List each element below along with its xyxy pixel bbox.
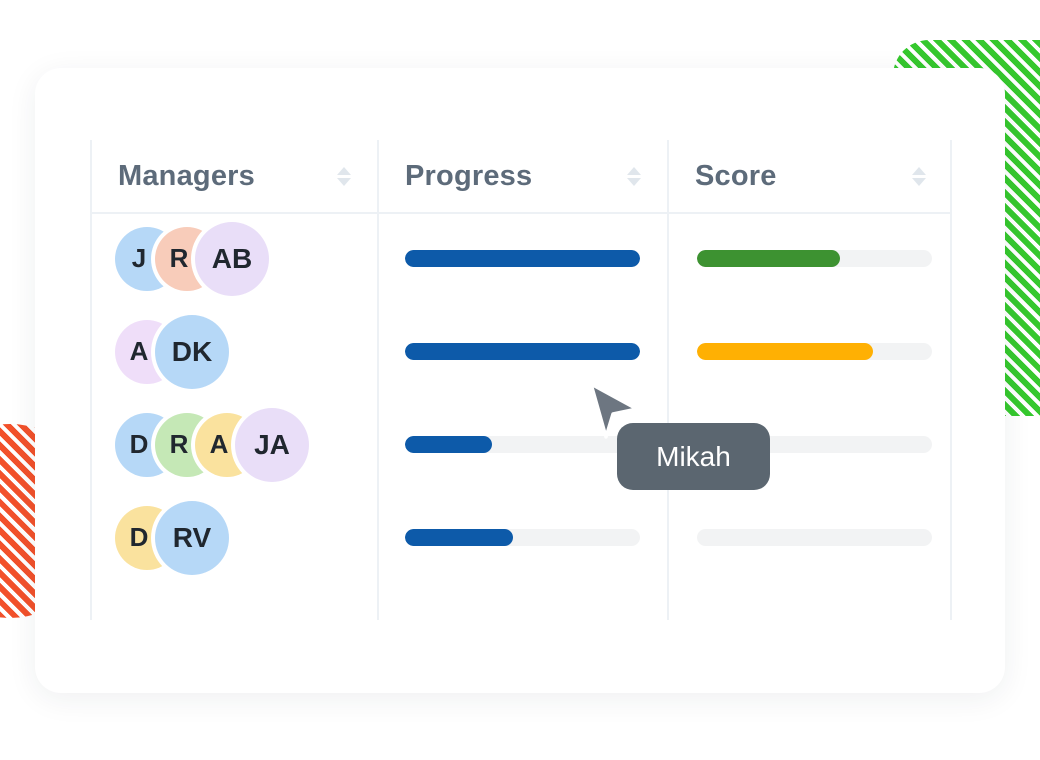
- progress-bar[interactable]: [405, 250, 640, 267]
- sort-up-arrow-icon: [337, 166, 351, 175]
- bar-fill: [405, 343, 640, 360]
- progress-cell: [377, 305, 667, 398]
- sort-icon: [912, 166, 926, 186]
- bar-fill: [697, 343, 874, 360]
- column-header-score[interactable]: Score: [667, 140, 952, 212]
- sort-down-arrow-icon: [627, 177, 641, 186]
- score-bar[interactable]: [697, 343, 932, 360]
- score-bar[interactable]: [697, 250, 932, 267]
- progress-cell: [377, 398, 667, 491]
- sort-icon: [337, 166, 351, 186]
- table-border-left: [90, 140, 92, 620]
- sort-up-arrow-icon: [912, 166, 926, 175]
- column-header-progress[interactable]: Progress: [377, 140, 667, 212]
- progress-bar[interactable]: [405, 436, 640, 453]
- sort-down-arrow-icon: [337, 177, 351, 186]
- score-bar[interactable]: [697, 529, 932, 546]
- column-header-managers[interactable]: Managers: [90, 140, 377, 212]
- column-divider-2: [667, 140, 669, 620]
- score-cell: [667, 491, 952, 584]
- table-header: Managers Progress Score: [90, 140, 952, 212]
- score-cell: [667, 212, 952, 305]
- score-cell: [667, 305, 952, 398]
- table-border-right: [950, 140, 952, 620]
- avatar[interactable]: RV: [155, 500, 229, 575]
- progress-cell: [377, 491, 667, 584]
- tooltip: Mikah: [617, 423, 770, 490]
- bar-fill: [405, 250, 640, 267]
- column-label: Managers: [118, 159, 255, 192]
- sort-icon: [627, 166, 641, 186]
- column-divider-1: [377, 140, 379, 620]
- avatar[interactable]: DK: [155, 314, 229, 389]
- sort-up-arrow-icon: [627, 166, 641, 175]
- mouse-cursor-icon: [589, 382, 639, 439]
- column-label: Score: [695, 159, 777, 192]
- bar-fill: [405, 436, 492, 453]
- bar-fill: [405, 529, 514, 546]
- bar-fill: [697, 250, 841, 267]
- sort-down-arrow-icon: [912, 177, 926, 186]
- avatar[interactable]: JA: [235, 407, 309, 482]
- column-label: Progress: [405, 159, 533, 192]
- header-divider: [90, 212, 952, 214]
- progress-bar[interactable]: [405, 529, 640, 546]
- avatar[interactable]: AB: [195, 221, 269, 296]
- progress-cell: [377, 212, 667, 305]
- progress-bar[interactable]: [405, 343, 640, 360]
